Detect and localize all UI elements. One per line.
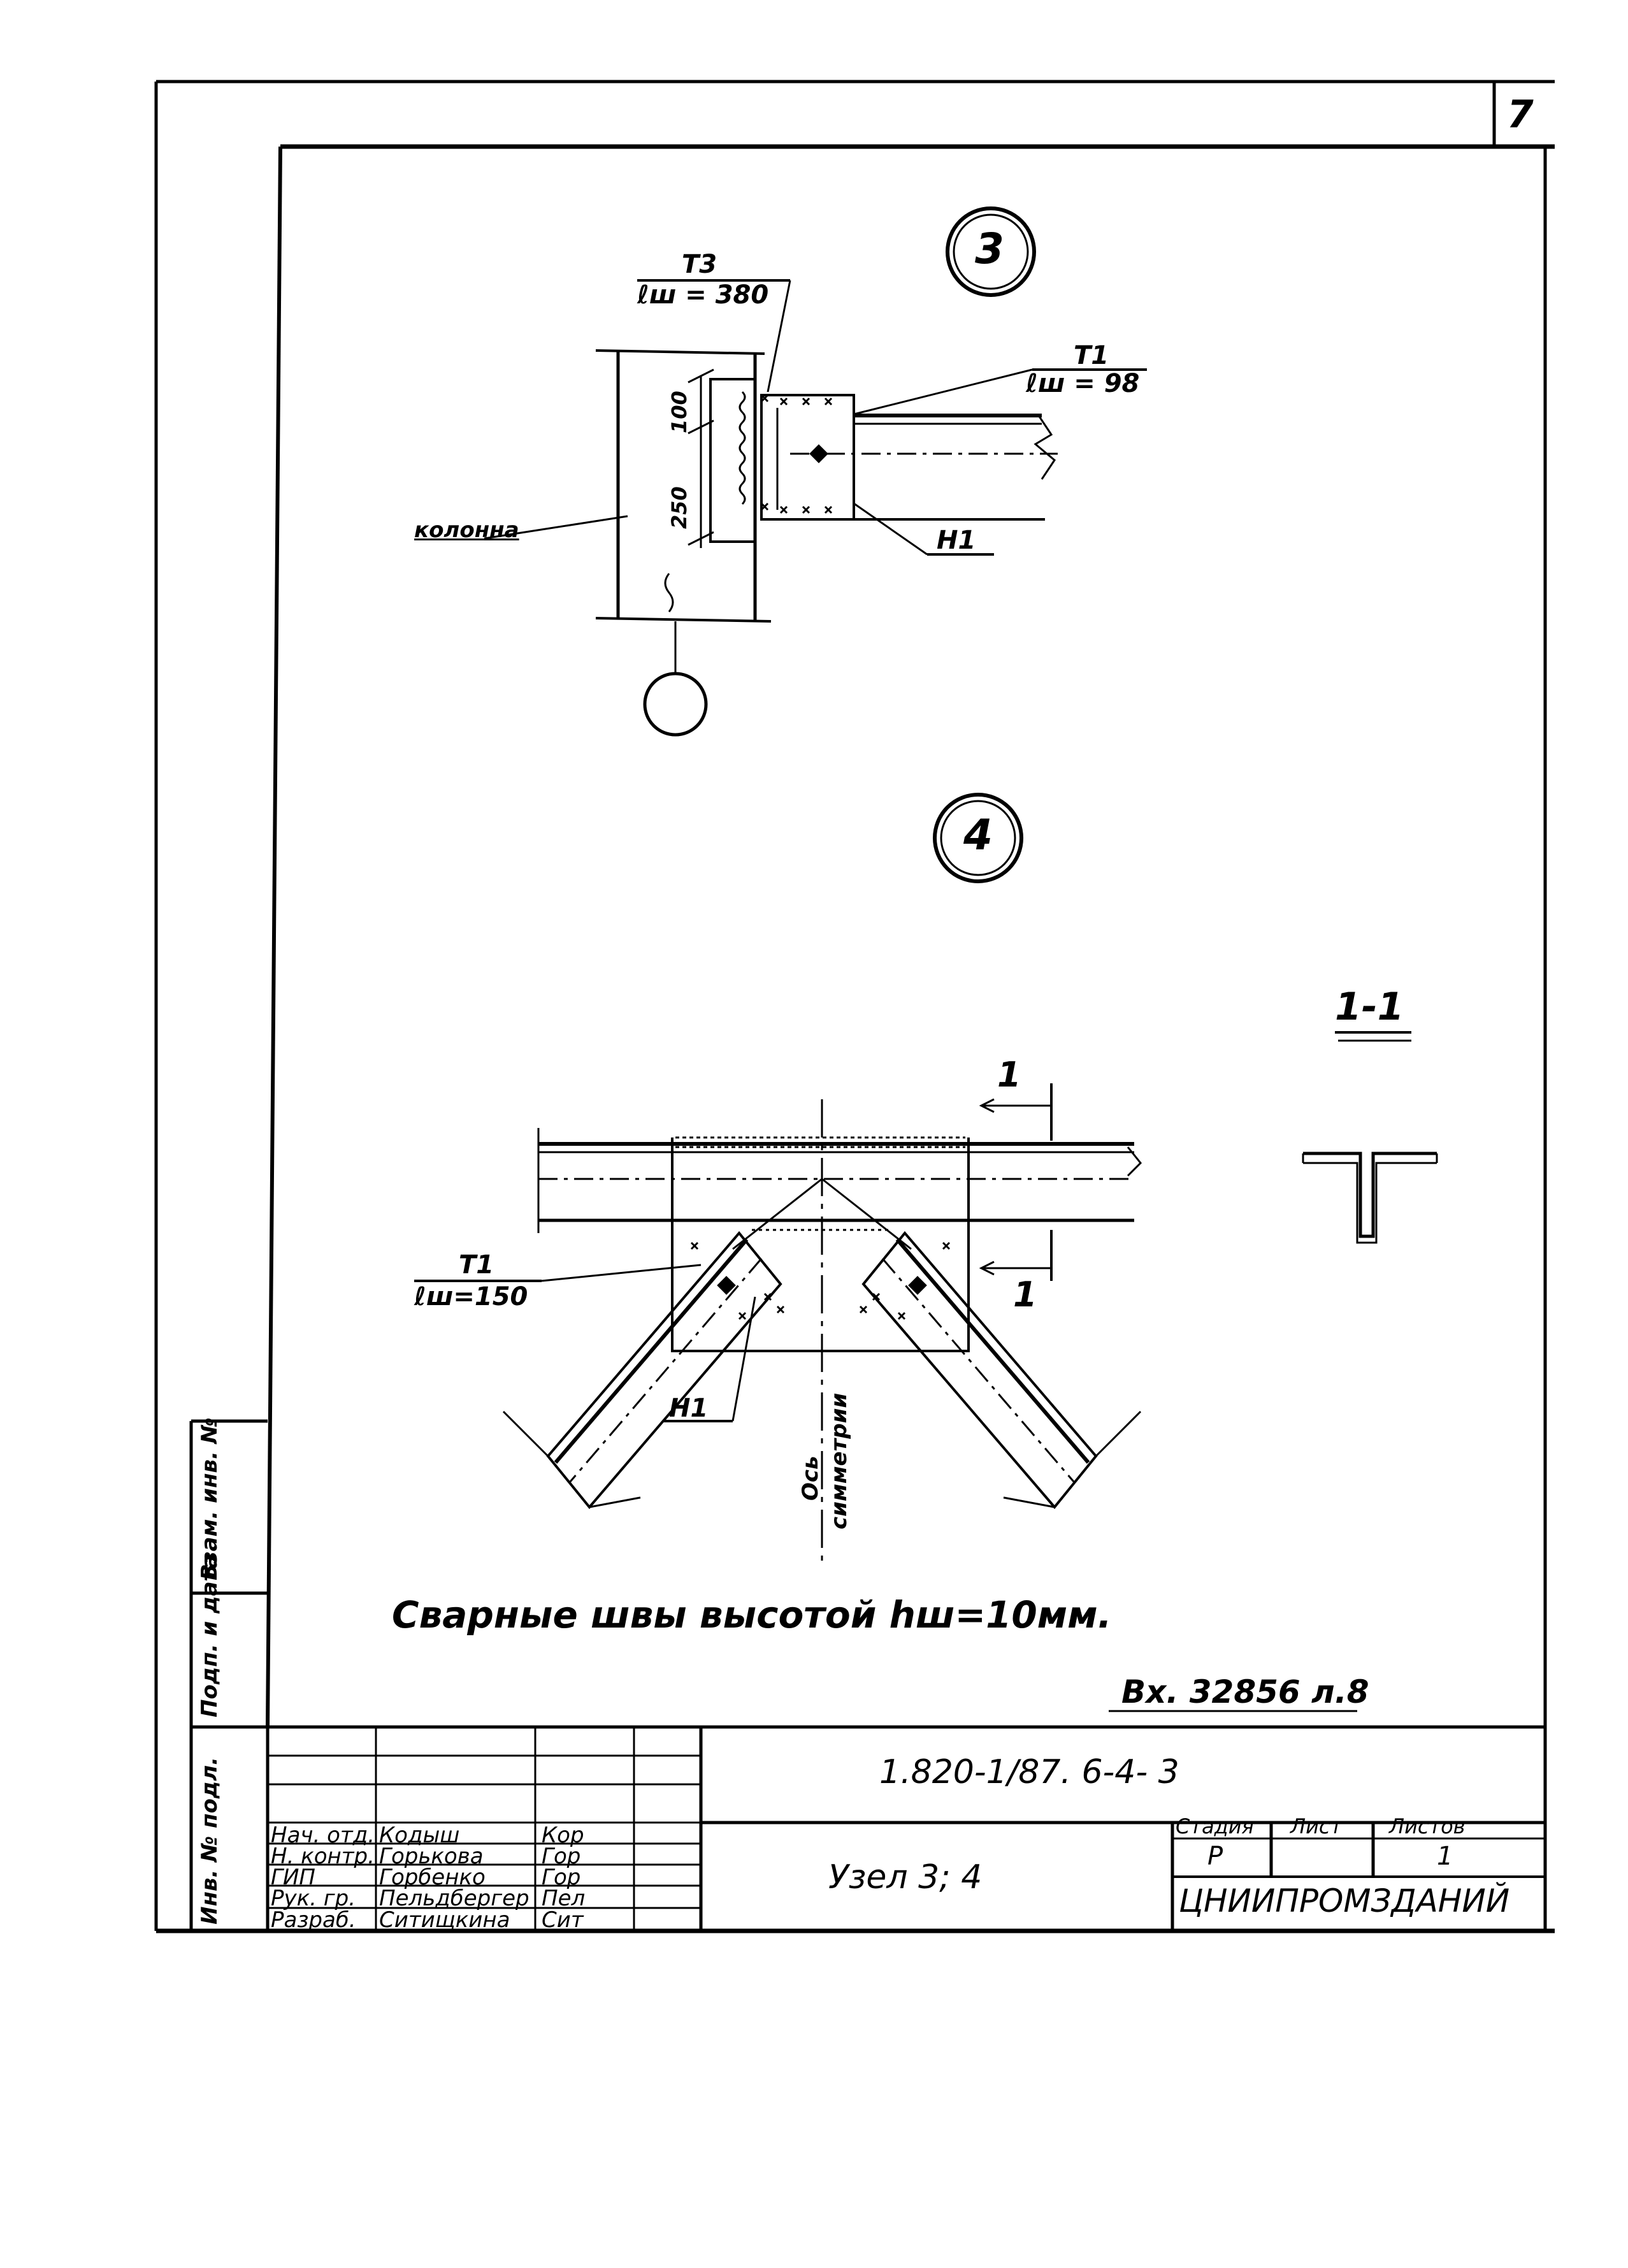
signature-role: Рук. гр. — [271, 1886, 356, 1911]
section-mark-bottom: 1 — [1013, 1275, 1037, 1315]
node-4-marker: 4 — [963, 811, 993, 860]
signature-role: Разраб. — [271, 1907, 356, 1933]
node-3-marker: 3 — [975, 224, 1004, 273]
node-4-weld-n1: Н1 — [669, 1394, 709, 1423]
node-3-weld-t1-mark: Т1 — [1074, 341, 1109, 370]
node-4-weld-t1-mark: Т1 — [459, 1250, 494, 1280]
node-3-dim-upper: 100 — [667, 391, 691, 433]
document-code: 1.820-1/87. 6-4- 3 — [879, 1753, 1179, 1791]
sheets-value: 1 — [1437, 1842, 1453, 1871]
signature-role: Нач. отд. — [271, 1823, 375, 1848]
signature-sign: Кор — [542, 1823, 584, 1848]
signature-sign: Гор — [542, 1865, 581, 1890]
section-mark-top: 1 — [997, 1055, 1021, 1095]
node-3-weld-t1-length: ℓш = 98 — [1026, 369, 1140, 398]
axis-label-line2: симметрии — [826, 1392, 852, 1529]
node-4-weld-t1-length: ℓш=150 — [414, 1282, 528, 1311]
side-stamp — [189, 1419, 268, 1931]
signature-name: Ситищкина — [379, 1907, 510, 1933]
signature-name: Пельдбергер — [379, 1886, 529, 1911]
drawing-title: Узел 3; 4 — [828, 1858, 983, 1896]
node-3-weld-t3-mark: Т3 — [682, 250, 717, 279]
axis-label-line1: Ось — [798, 1455, 823, 1501]
sheet-frame — [154, 80, 1555, 1933]
signature-sign: Гор — [542, 1844, 581, 1869]
stage-header: Стадия — [1176, 1814, 1254, 1838]
node-3-weld-t3-length: ℓш = 380 — [637, 280, 769, 310]
signature-name: Горькова — [379, 1844, 484, 1869]
signature-role: Н. контр. — [271, 1844, 375, 1869]
side-stamp-inventory: Инв. № подл. — [197, 1756, 222, 1925]
organization-name: ЦНИИПРОМЗДАНИЙ — [1179, 1882, 1510, 1919]
column-label: колонна — [414, 517, 519, 543]
node-3-drawing — [484, 206, 1147, 737]
signature-sign: Пел — [542, 1886, 586, 1911]
node-4-marker-circle — [933, 793, 1023, 883]
page-number: 7 — [1507, 92, 1534, 137]
stage-value: Р — [1207, 1842, 1223, 1871]
node-3-marker-circle — [946, 206, 1036, 297]
title-block-frame — [266, 1710, 1545, 1931]
sheets-header: Листов — [1389, 1814, 1466, 1838]
signature-name: Кодыш — [379, 1823, 460, 1848]
node-3-weld-n1: Н1 — [937, 526, 976, 555]
signature-sign: Сит — [542, 1907, 584, 1933]
section-title: 1-1 — [1335, 985, 1404, 1029]
axis-bubble — [643, 672, 708, 737]
welding-note: Сварные швы высотой hш=10мм. — [392, 1593, 1112, 1636]
reference-number: Вх. 32856 л.8 — [1121, 1673, 1369, 1710]
signature-name: Горбенко — [379, 1865, 486, 1890]
signature-role: ГИП — [271, 1865, 315, 1890]
node-3-dim-lower: 250 — [667, 486, 691, 529]
section-1-1-drawing — [1302, 1031, 1438, 1244]
sheet-header: Лист — [1290, 1814, 1343, 1838]
side-stamp-sign-date: Подп. и дата — [197, 1554, 222, 1717]
node-4-drawing — [414, 793, 1142, 1561]
